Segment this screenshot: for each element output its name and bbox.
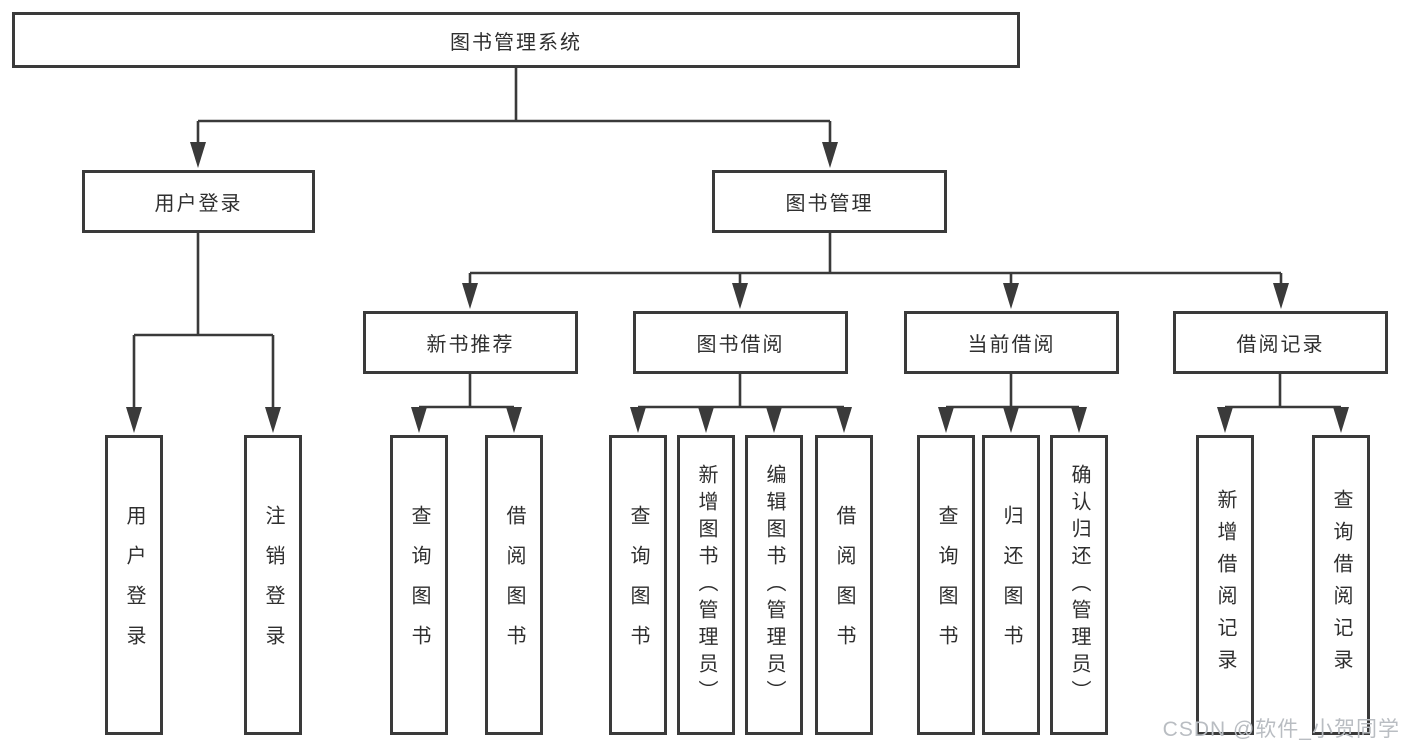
leaf-add-books-admin: 新增图书（管理员） [677,435,735,735]
node-book-management-branch: 图书管理 [712,170,947,233]
leaf-query-books-borrowing: 查询图书 [609,435,667,735]
leaf-query-borrow-record: 查询借阅记录 [1312,435,1370,735]
leaf-confirm-return-admin: 确认归还（管理员） [1050,435,1108,735]
leaf-query-books-current: 查询图书 [917,435,975,735]
leaf-edit-books-admin: 编辑图书（管理员） [745,435,803,735]
leaf-user-login: 用户登录 [105,435,163,735]
leaf-query-books-recommend: 查询图书 [390,435,448,735]
node-new-book-recommendation: 新书推荐 [363,311,578,374]
node-borrowing-records: 借阅记录 [1173,311,1388,374]
leaf-add-borrow-record: 新增借阅记录 [1196,435,1254,735]
node-book-borrowing: 图书借阅 [633,311,848,374]
node-current-borrowing: 当前借阅 [904,311,1119,374]
leaf-borrow-books-recommend: 借阅图书 [485,435,543,735]
leaf-borrow-books-borrowing: 借阅图书 [815,435,873,735]
node-library-management-system: 图书管理系统 [12,12,1020,68]
leaf-logout: 注销登录 [244,435,302,735]
leaf-return-books: 归还图书 [982,435,1040,735]
csdn-watermark: CSDN @软件_小贺同学 [1162,718,1400,741]
node-user-login-branch: 用户登录 [82,170,315,233]
